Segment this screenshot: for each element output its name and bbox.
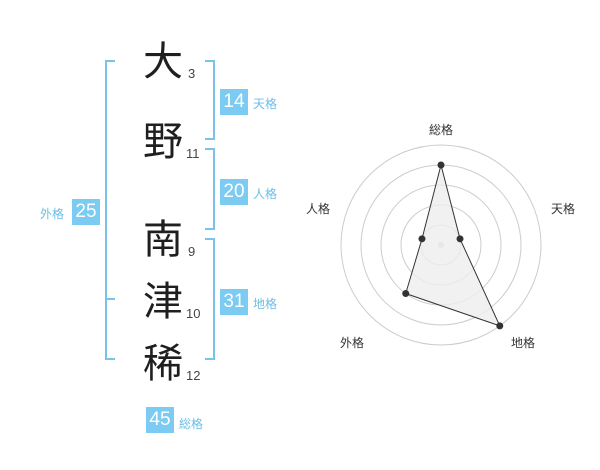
axis-label-gaikaku: 外格 — [340, 335, 364, 350]
soukaku-value-box: 45 — [146, 407, 174, 433]
stroke-count-1: 3 — [188, 66, 196, 81]
name-char-4: 津 — [143, 279, 183, 325]
jinkaku-value-box: 20 — [220, 179, 248, 205]
radar-area — [405, 164, 501, 327]
chikaku-value-box: 31 — [220, 289, 248, 315]
stroke-count-3: 9 — [188, 244, 196, 259]
radar-point-4 — [402, 290, 410, 298]
axis-label-chikaku: 地格 — [511, 335, 535, 350]
chikaku-label: 地格 — [253, 297, 278, 311]
gaikaku-value-box: 25 — [72, 199, 100, 225]
soukaku-label: 総格 — [179, 417, 204, 431]
jinkaku-bracket — [205, 148, 215, 230]
tenkaku-bracket — [205, 60, 215, 140]
chikaku-bracket — [205, 238, 215, 360]
stroke-count-5: 12 — [186, 368, 201, 383]
radar-point-3 — [496, 322, 504, 330]
radar-points — [402, 161, 504, 330]
jinkaku-label: 人格 — [253, 187, 278, 201]
gaikaku-bracket-divider — [105, 298, 115, 300]
name-char-2: 野 — [143, 119, 183, 165]
tenkaku-label: 天格 — [253, 97, 278, 111]
gaikaku-label: 外格 — [40, 207, 65, 221]
axis-label-soukaku: 総格 — [429, 122, 453, 137]
name-char-3: 南 — [143, 217, 183, 263]
axis-label-jinkaku: 人格 — [306, 201, 330, 216]
stroke-count-2: 11 — [186, 146, 200, 161]
radar-point-5 — [418, 235, 426, 243]
name-char-5: 稀 — [143, 341, 183, 387]
radar-ring — [340, 144, 542, 346]
stroke-count-4: 10 — [186, 306, 201, 321]
name-char-1: 大 — [143, 39, 183, 85]
tenkaku-value-box: 14 — [220, 89, 248, 115]
radar-point-2 — [456, 235, 464, 243]
axis-label-tenkaku: 天格 — [551, 201, 575, 216]
gaikaku-bracket — [105, 60, 115, 360]
radar-point-1 — [437, 161, 445, 169]
